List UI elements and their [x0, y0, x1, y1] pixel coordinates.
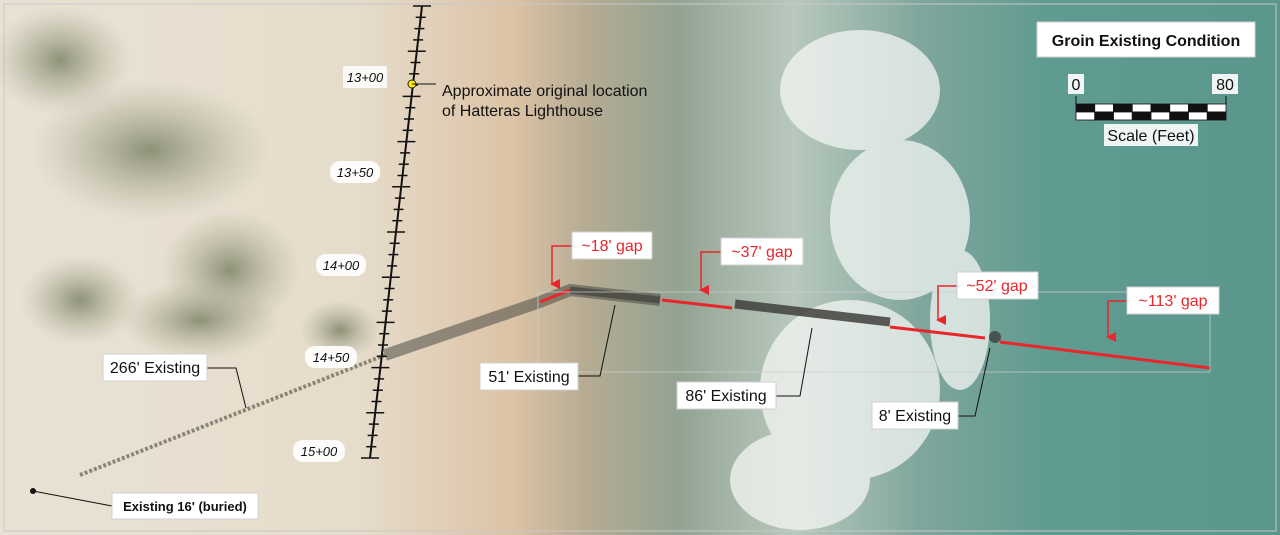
scale-bar-block [1094, 111, 1114, 121]
existing-callouts: 266' Existing 51' Existing 86' Existing … [30, 304, 991, 520]
groin-8-existing [989, 331, 1001, 343]
station-label: 14+50 [313, 350, 350, 365]
scale-bar-block [1113, 111, 1133, 121]
scale-bar-block [1206, 111, 1227, 121]
label-gap-52: ~52' gap [966, 278, 1027, 295]
scale-bar-block [1113, 103, 1133, 113]
gap-callouts: ~18' gap ~37' gap ~52' gap ~113' gap [550, 231, 1220, 342]
groin-bounding-outline [537, 291, 1211, 373]
scale-bar-block [1075, 103, 1096, 113]
station-label: 14+00 [323, 258, 360, 273]
scale-bar-block [1131, 103, 1152, 113]
label-51-existing: 51' Existing [488, 369, 569, 386]
gap-113 [999, 340, 1211, 370]
gap-37 [661, 298, 733, 310]
map-title: Groin Existing Condition [1052, 33, 1240, 50]
scale-bar-block [1131, 111, 1152, 121]
label-gap-37: ~37' gap [731, 244, 792, 261]
station-label: 13+50 [337, 165, 374, 180]
label-gap-113: ~113' gap [1138, 293, 1207, 310]
label-gap-18: ~18' gap [581, 238, 642, 255]
groin-structures [79, 283, 1211, 477]
scale-bar-block [1188, 111, 1208, 121]
map-frame [3, 3, 1277, 532]
map-title-box: Groin Existing Condition [1036, 21, 1256, 58]
scale-bar-caption: Scale (Feet) [1107, 128, 1194, 145]
scale-bar-start: 0 [1072, 77, 1081, 94]
scale-bar-block [1169, 111, 1189, 121]
lighthouse-note: Approximate original location of Hattera… [412, 83, 647, 120]
label-16-buried: Existing 16' (buried) [123, 499, 247, 514]
scale-bar: 0 80 Scale (Feet) [1068, 74, 1238, 146]
label-8-existing: 8' Existing [879, 408, 951, 425]
station-labels: 13+00 13+50 14+00 14+50 15+00 [293, 66, 387, 462]
station-label: 15+00 [301, 444, 338, 459]
dune-vegetation [0, 5, 380, 360]
scale-bar-block [1188, 103, 1208, 113]
scale-bar-block [1150, 103, 1171, 113]
lighthouse-note-line2: of Hatteras Lighthouse [442, 103, 603, 120]
station-label: 13+00 [347, 70, 384, 85]
station-baseline [361, 5, 431, 459]
scale-bar-end: 80 [1216, 77, 1234, 94]
scale-bar-block [1169, 103, 1189, 113]
scale-bar-block [1206, 103, 1227, 113]
lighthouse-note-line1: Approximate original location [442, 83, 647, 100]
scale-bar-block [1094, 103, 1114, 113]
label-266-existing: 266' Existing [110, 360, 200, 377]
scale-bar-block [1075, 111, 1096, 121]
gap-52 [889, 325, 986, 340]
groin-86-existing [734, 299, 891, 327]
scale-bar-block [1150, 111, 1171, 121]
label-86-existing: 86' Existing [685, 388, 766, 405]
